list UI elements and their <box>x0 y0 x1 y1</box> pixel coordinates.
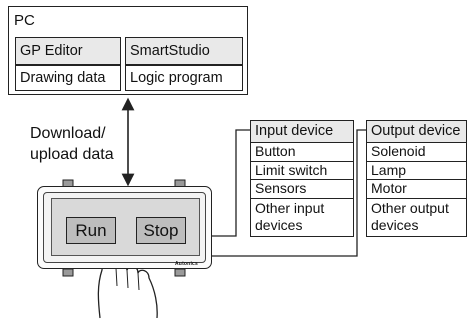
list-item: Button <box>251 142 353 161</box>
list-item: Motor <box>367 179 466 198</box>
hmi-device: Run Stop Autonics <box>37 186 212 269</box>
brand-logo: Autonics <box>175 261 198 267</box>
stop-button[interactable]: Stop <box>136 217 186 244</box>
output-connector <box>212 129 366 257</box>
input-device-list: Input device Button Limit switch Sensors… <box>250 120 354 237</box>
list-item: Limit switch <box>251 160 353 180</box>
list-item: Other input devices <box>251 197 353 236</box>
run-button[interactable]: Run <box>66 217 116 244</box>
list-item: Sensors <box>251 179 353 198</box>
output-device-list: Output device Solenoid Lamp Motor Other … <box>366 120 467 237</box>
hmi-bezel: Run Stop <box>43 192 206 263</box>
pc-panel: PC GP Editor Drawing data SmartStudio Lo… <box>8 6 248 95</box>
smartstudio-label: SmartStudio <box>125 37 243 65</box>
transfer-label-line1: Download/ <box>30 125 106 142</box>
output-device-header: Output device <box>367 121 466 142</box>
logic-program-label: Logic program <box>125 65 243 91</box>
input-device-header: Input device <box>251 121 353 142</box>
list-item: Other output devices <box>367 197 466 236</box>
hmi-screen: Run Stop <box>51 198 200 256</box>
list-item: Solenoid <box>367 142 466 161</box>
input-connector <box>212 129 250 237</box>
drawing-data-label: Drawing data <box>15 65 121 91</box>
pc-title: PC <box>14 12 35 29</box>
transfer-label-line2: upload data <box>30 146 114 163</box>
list-item: Lamp <box>367 160 466 180</box>
gp-editor-label: GP Editor <box>15 37 121 65</box>
